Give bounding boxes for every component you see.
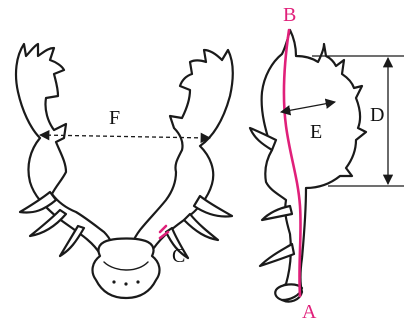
skull [93,239,160,299]
right-antler [130,50,233,254]
side-brow-tine [260,244,294,266]
skull-dot [136,280,139,283]
right-bez-tine [184,214,218,240]
antler-pair-front-view [16,44,233,298]
label-c: C [172,245,185,267]
label-b: B [283,4,296,26]
single-antler-side-view [250,30,404,302]
left-bez-tine [30,210,66,236]
right-brow-tine [194,196,232,217]
label-f: F [109,107,120,129]
left-antler [16,44,114,254]
label-e: E [310,121,322,143]
left-trez-tine [60,226,84,256]
skull-dot [124,282,127,285]
label-d: D [370,104,384,126]
label-a: A [302,301,317,321]
skull-dot [112,280,115,283]
